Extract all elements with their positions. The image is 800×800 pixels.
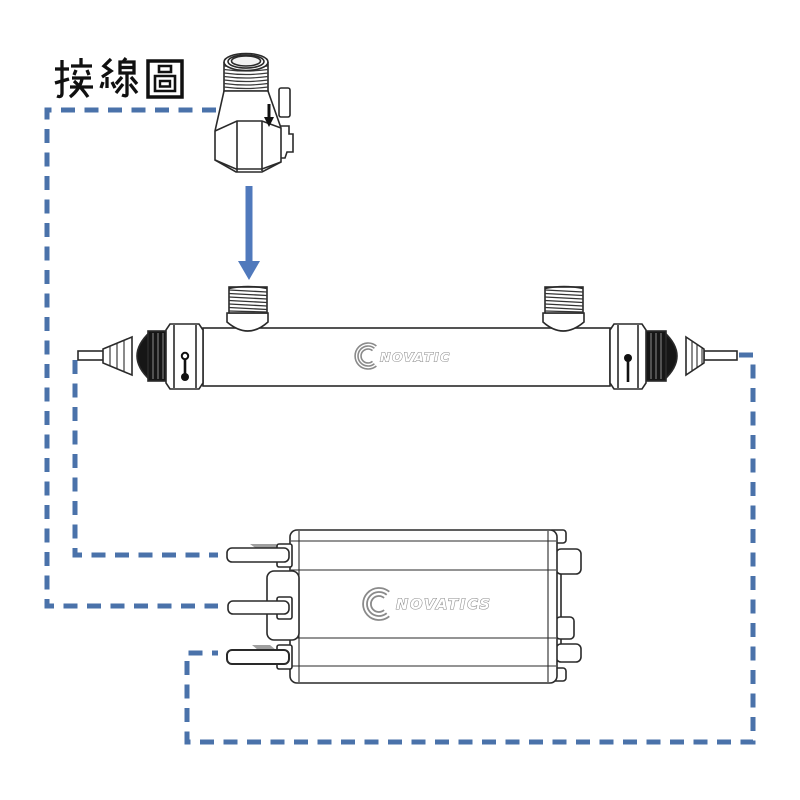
wiring-dashed-paths — [44, 107, 756, 745]
left-key-mark-icon — [180, 351, 190, 381]
title-glyph-1 — [54, 58, 93, 99]
left-collar-nut — [165, 323, 204, 390]
down-arrow-icon — [238, 186, 260, 280]
page-title-text: 接線圖 — [54, 53, 192, 107]
ballast-logo-text: NOVATICS — [396, 597, 492, 613]
valve-hex-body — [214, 90, 282, 173]
uv-chamber-logo: NOVATIC — [354, 342, 451, 370]
uv-chamber-body — [202, 327, 611, 387]
uv-chamber-logo-text: NOVATIC — [380, 350, 451, 365]
uv-chamber: NOVATIC — [77, 285, 738, 390]
outlet-port — [542, 285, 585, 332]
flow-direction-arrow-icon — [264, 104, 274, 127]
ballast-cable-entry-top — [226, 547, 290, 563]
title-glyph-2 — [99, 57, 139, 98]
uv-left-end-cap — [77, 323, 204, 390]
inlet-port — [226, 285, 269, 332]
right-key-mark-icon — [624, 354, 632, 382]
page-title: 接線圖 — [54, 53, 192, 107]
wire-tube-left-to-ballast-top — [72, 360, 218, 558]
ballast-cable-entry-bottom — [226, 649, 290, 665]
right-strain-relief — [685, 335, 705, 377]
right-lamp-cable — [703, 350, 738, 361]
wire-tube-right-to-ballast-bottom — [184, 352, 756, 745]
ballast-right-connectors — [555, 548, 582, 663]
title-glyph-3 — [146, 59, 184, 99]
ballast-box: NOVATICS — [226, 529, 582, 684]
ballast-logo: NOVATICS — [362, 587, 492, 621]
left-lamp-cable — [77, 350, 105, 361]
wire-valve-to-ballast-middle — [44, 107, 218, 609]
valve-side-clips — [278, 87, 294, 159]
flow-switch-valve — [214, 52, 294, 173]
ballast-cable-entry-middle — [227, 600, 290, 615]
ballast-cable-entries — [226, 543, 293, 670]
uv-right-end-cap — [609, 323, 738, 390]
valve-threaded-boss — [223, 52, 269, 92]
